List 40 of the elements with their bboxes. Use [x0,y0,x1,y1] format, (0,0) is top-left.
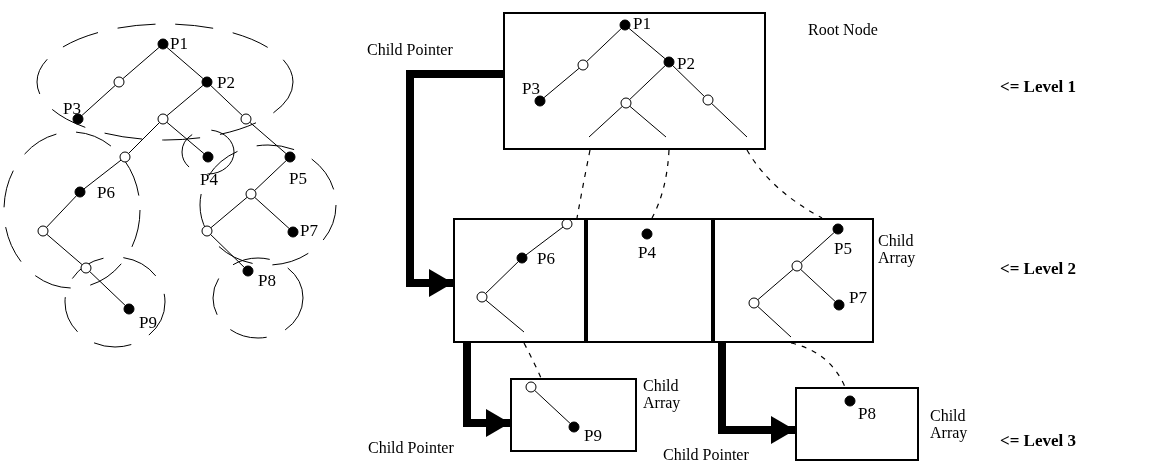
point-label: P9 [139,314,157,331]
point-label: P6 [97,184,115,201]
node-caption: Child Array [643,378,682,412]
node-box [503,12,766,150]
edge-label: Child Pointer [368,440,454,456]
level-label: <= Level 1 [1000,78,1077,95]
dashed-connector [576,149,591,219]
point-label: P3 [63,100,81,117]
point-label: P4 [200,171,218,188]
point-label: P8 [858,405,876,422]
node-caption: Child Array [878,233,917,267]
point-label: P5 [834,240,852,257]
array-cell [453,218,584,343]
node-box [510,378,637,452]
point-label: P5 [289,170,307,187]
point-label: P7 [300,222,318,239]
node-caption: Root Node [808,22,879,39]
edge-label: Child Pointer [663,447,749,463]
edge-label: Child Pointer [367,42,453,58]
point-label: P6 [537,250,555,267]
point-label: P2 [677,55,695,72]
dashed-connector [523,342,542,379]
level-label: <= Level 3 [1000,432,1077,449]
node-box [795,387,919,461]
array-cell [584,218,711,343]
point-label: P8 [258,272,276,289]
pointer-arrow [406,70,503,297]
point-label: P1 [633,15,651,32]
array-cell [711,218,874,343]
node-caption: Child Array [930,408,969,442]
level-label: <= Level 2 [1000,260,1077,277]
point-label: P1 [170,35,188,52]
point-label: P9 [584,427,602,444]
point-label: P2 [217,74,235,91]
point-label: P7 [849,289,867,306]
dashed-connector [746,149,823,219]
point-label: P4 [638,244,656,261]
dashed-connector [651,149,670,219]
dashed-connector [790,342,846,388]
point-label: P3 [522,80,540,97]
